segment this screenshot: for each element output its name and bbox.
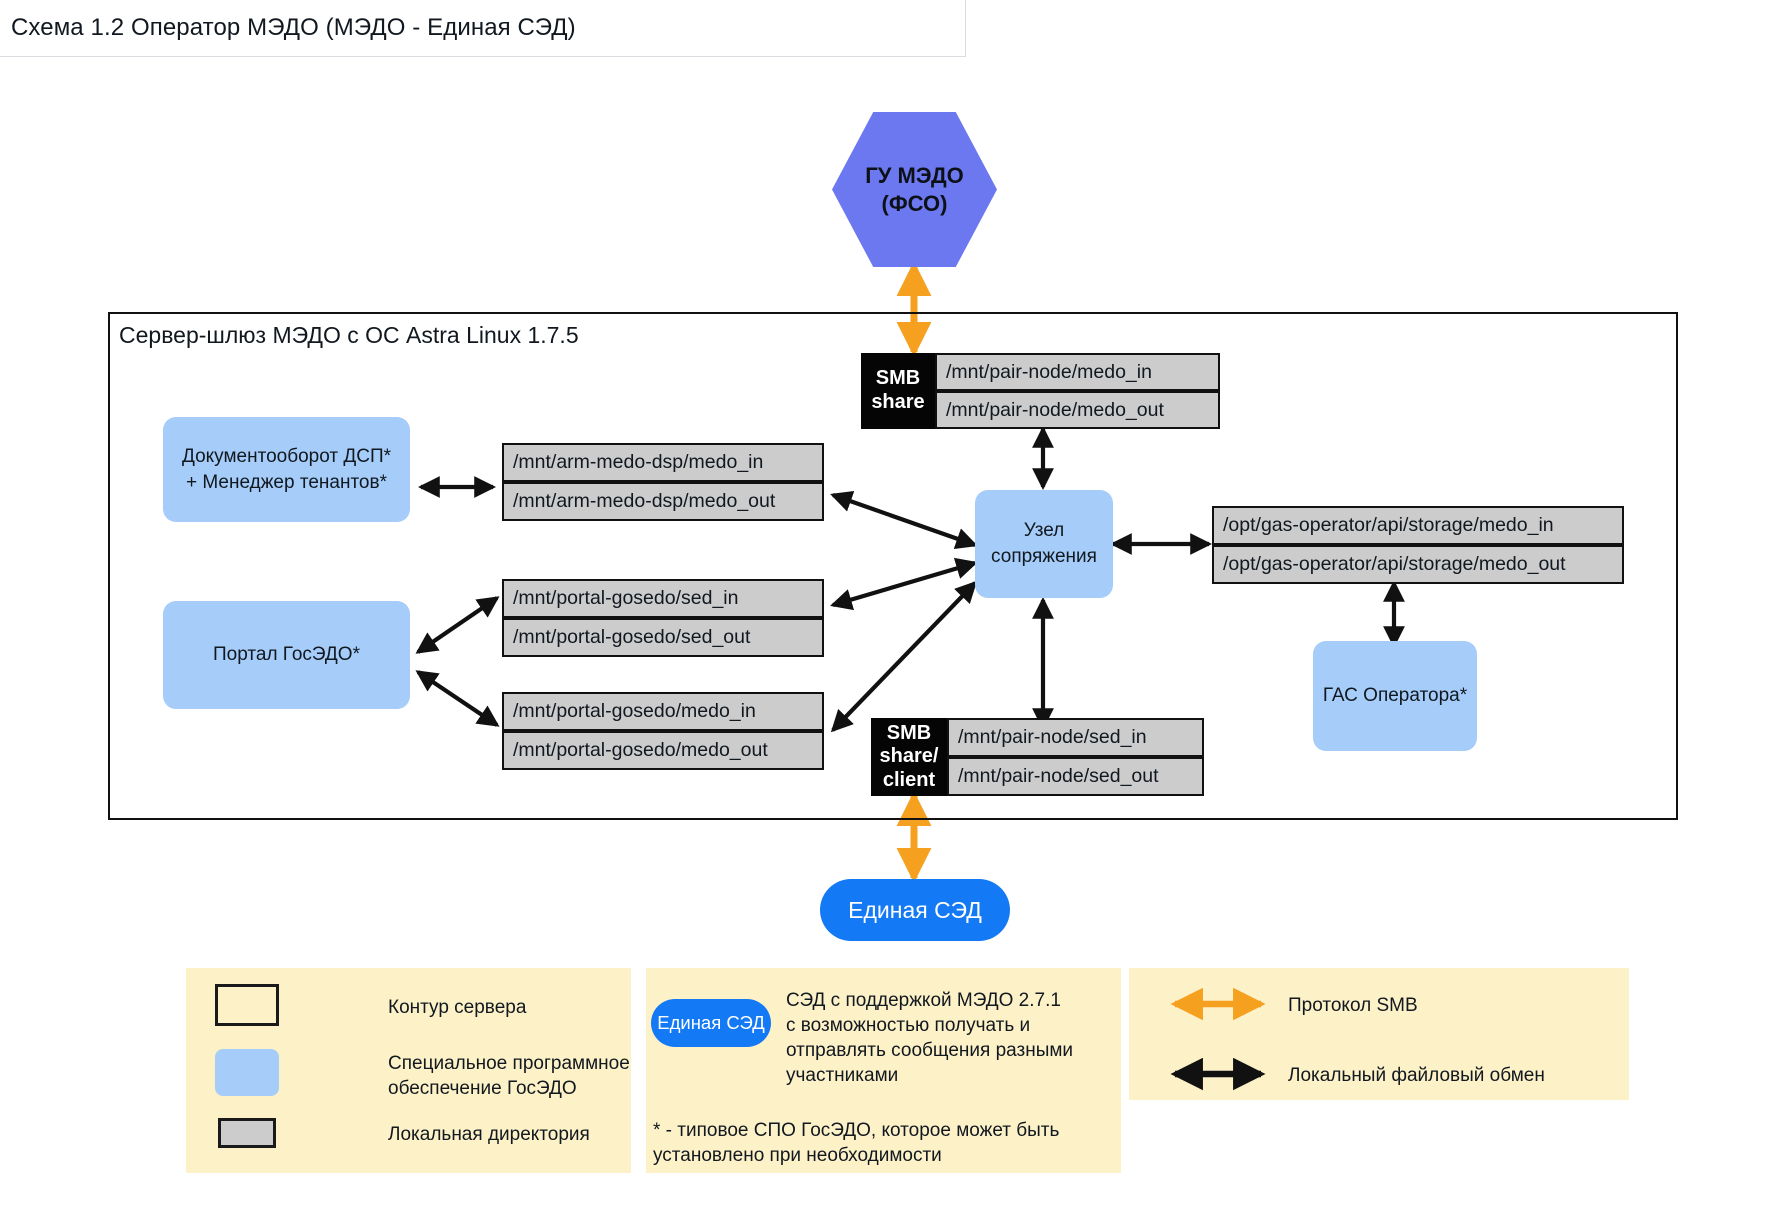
directory-portal-gosedo-medo-in[interactable]: /mnt/portal-gosedo/medo_in xyxy=(502,692,824,731)
legend-label-server-outline: Контур сервера xyxy=(388,997,527,1018)
hexagon-shape: ГУ МЭДО (ФСО) xyxy=(832,112,997,267)
node-portal-gosedo[interactable]: Портал ГосЭДО* xyxy=(163,601,410,709)
legend-item-local-directory: Локальная директория xyxy=(218,1118,590,1148)
directory-portal-gosedo-sed-out[interactable]: /mnt/portal-gosedo/sed_out xyxy=(502,618,824,657)
directory-gas-operator-storage-medo-in[interactable]: /opt/gas-operator/api/storage/medo_in xyxy=(1212,506,1624,545)
legend-label-sed-description: СЭД с поддержкой МЭДО 2.7.1 с возможност… xyxy=(786,990,1074,1087)
directory-portal-gosedo-sed-in[interactable]: /mnt/portal-gosedo/sed_in xyxy=(502,579,824,618)
node-edinaya-sed-label: Единая СЭД xyxy=(848,896,982,923)
page-title: Схема 1.2 Оператор МЭДО (МЭДО - Единая С… xyxy=(11,14,576,41)
node-gu-medo-label: ГУ МЭДО (ФСО) xyxy=(865,163,964,216)
legend-label-local-file-exchange: Локальный файловый обмен xyxy=(1288,1065,1545,1086)
directory-portal-gosedo-medo-out[interactable]: /mnt/portal-gosedo/medo_out xyxy=(502,731,824,770)
directory-pair-node-medo-out[interactable]: /mnt/pair-node/medo_out xyxy=(935,391,1220,429)
node-gas-operatora[interactable]: ГАС Оператора* xyxy=(1313,641,1477,751)
legend-swatch-edinaya-sed-pill: Единая СЭД xyxy=(651,999,771,1047)
node-uzel-sopryazheniya[interactable]: Узел сопряжения xyxy=(975,490,1113,598)
node-gu-medo[interactable]: ГУ МЭДО (ФСО) xyxy=(832,112,997,267)
legend-swatch-outline-rect xyxy=(215,984,279,1026)
node-document-flow-dsp[interactable]: Документооборот ДСП* + Менеджер тенантов… xyxy=(163,417,410,522)
title-bar: Схема 1.2 Оператор МЭДО (МЭДО - Единая С… xyxy=(0,0,966,57)
directory-pair-node-sed-out[interactable]: /mnt/pair-node/sed_out xyxy=(947,757,1204,796)
legend-label-smb-protocol: Протокол SMB xyxy=(1288,995,1418,1016)
directory-arm-medo-dsp-medo-in[interactable]: /mnt/arm-medo-dsp/medo_in xyxy=(502,443,824,482)
server-container xyxy=(108,312,1678,820)
legend-label-gosedo-software: Специальное программное обеспечение ГосЭ… xyxy=(388,1053,630,1100)
directory-arm-medo-dsp-medo-out[interactable]: /mnt/arm-medo-dsp/medo_out xyxy=(502,482,824,521)
legend-item-server-outline: Контур сервера xyxy=(215,984,526,1026)
directory-gas-operator-storage-medo-out[interactable]: /opt/gas-operator/api/storage/medo_out xyxy=(1212,545,1624,584)
smb-share-top-label: SMB share xyxy=(861,353,935,429)
node-edinaya-sed[interactable]: Единая СЭД xyxy=(820,879,1010,941)
directory-pair-node-sed-in[interactable]: /mnt/pair-node/sed_in xyxy=(947,718,1204,757)
legend-swatch-gray-rect xyxy=(218,1118,276,1148)
legend-item-gosedo-software: Специальное программное обеспечение ГосЭ… xyxy=(215,1049,630,1101)
legend-swatch-blue-rounded-rect xyxy=(215,1049,279,1096)
server-container-label: Сервер-шлюз МЭДО с ОС Astra Linux 1.7.5 xyxy=(119,322,579,348)
directory-pair-node-medo-in[interactable]: /mnt/pair-node/medo_in xyxy=(935,353,1220,391)
legend-note-typical-software: * - типовое СПО ГосЭДО, которое может бы… xyxy=(653,1120,1060,1167)
smb-share-client-label: SMB share/ client xyxy=(871,718,947,796)
legend-arrow-icons xyxy=(1170,987,1266,1091)
legend-label-local-directory: Локальная директория xyxy=(388,1124,590,1145)
